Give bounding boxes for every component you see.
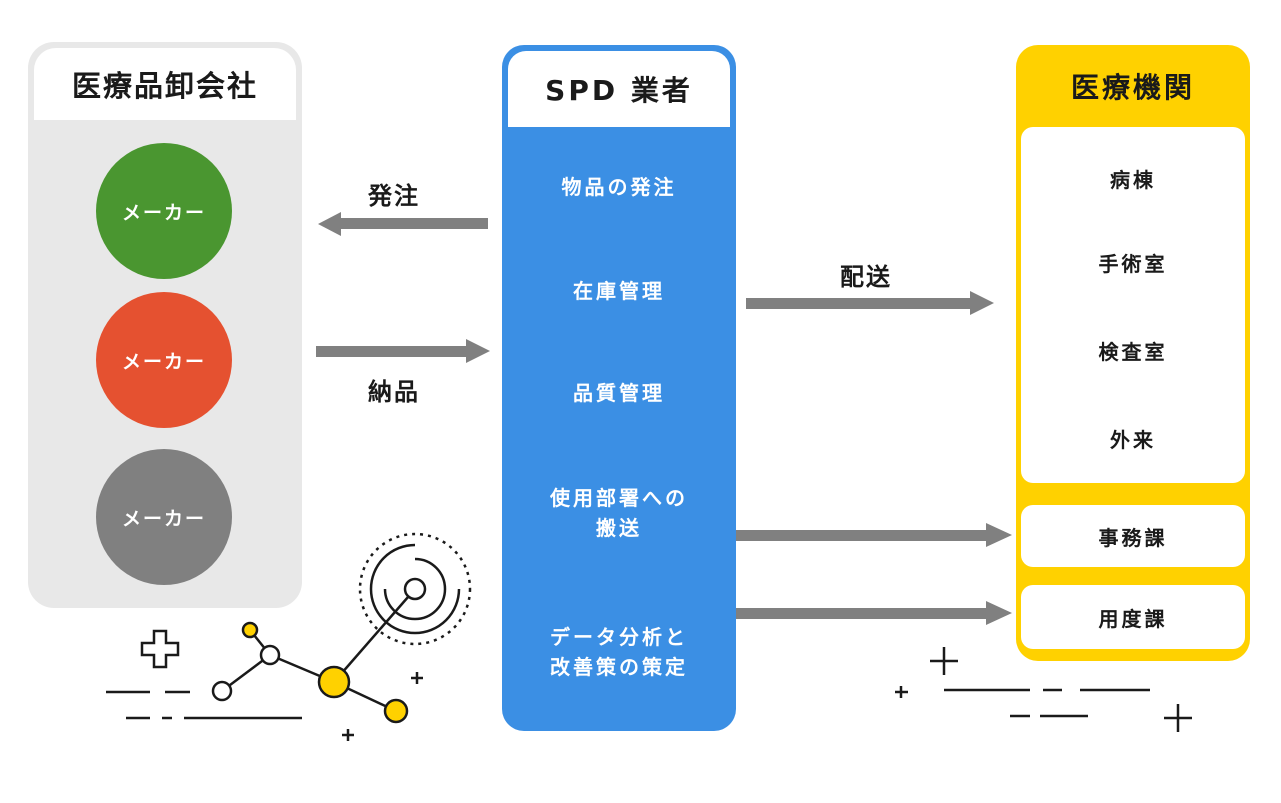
supply-box: 用度課	[1021, 585, 1245, 649]
order-arrow	[318, 212, 488, 236]
department-procurement: 用度課	[1098, 606, 1168, 631]
spd-item-inventory: 在庫管理	[573, 279, 665, 303]
wholesaler-panel: 医療品卸会社 メーカー メーカー メーカー	[28, 42, 302, 608]
procurement-arrow	[736, 601, 1012, 625]
wholesaler-title: 医療品卸会社	[34, 48, 296, 120]
hospital-title: 医療機関	[1070, 71, 1195, 104]
department-box: 病棟 手術室 検査室 外来	[1021, 127, 1245, 483]
spd-item-quality: 品質管理	[573, 381, 665, 405]
department-ward: 病棟	[1110, 168, 1156, 192]
department-general-affairs: 事務課	[1098, 525, 1168, 550]
dispatch-arrow	[746, 291, 994, 315]
hospital-panel: 医療機関 病棟 手術室 検査室 外来 事務課 用度課	[1016, 45, 1250, 661]
network-decoration	[106, 532, 472, 720]
spd-panel: SPD 業者 物品の発注 在庫管理 品質管理 使用部署への 搬送 データ分析と …	[502, 45, 736, 731]
department-outpatient: 外来	[1110, 428, 1156, 452]
plus-decorations-left	[342, 672, 423, 741]
delivery-arrow	[316, 339, 490, 363]
spd-item-transport: 使用部署への 搬送	[550, 486, 688, 540]
maker-circle-gray: メーカー	[96, 449, 232, 585]
department-lab: 検査室	[1098, 340, 1168, 364]
office-arrow	[736, 523, 1012, 547]
delivery-label: 納品	[368, 378, 420, 406]
network-nodes	[211, 577, 427, 724]
spd-title: SPD 業者	[508, 51, 730, 127]
spd-item-ordering: 物品の発注	[561, 175, 677, 199]
spd-item-analysis: データ分析と 改善策の策定	[550, 625, 688, 679]
order-label: 発注	[368, 182, 420, 210]
maker-circle-green: メーカー	[96, 143, 232, 279]
medical-cross-icon	[140, 629, 180, 669]
dash-decoration-right	[895, 647, 1192, 732]
maker-circle-red: メーカー	[96, 292, 232, 428]
department-operating-room: 手術室	[1098, 252, 1168, 276]
dispatch-label: 配送	[840, 263, 892, 291]
office-box: 事務課	[1021, 505, 1245, 567]
